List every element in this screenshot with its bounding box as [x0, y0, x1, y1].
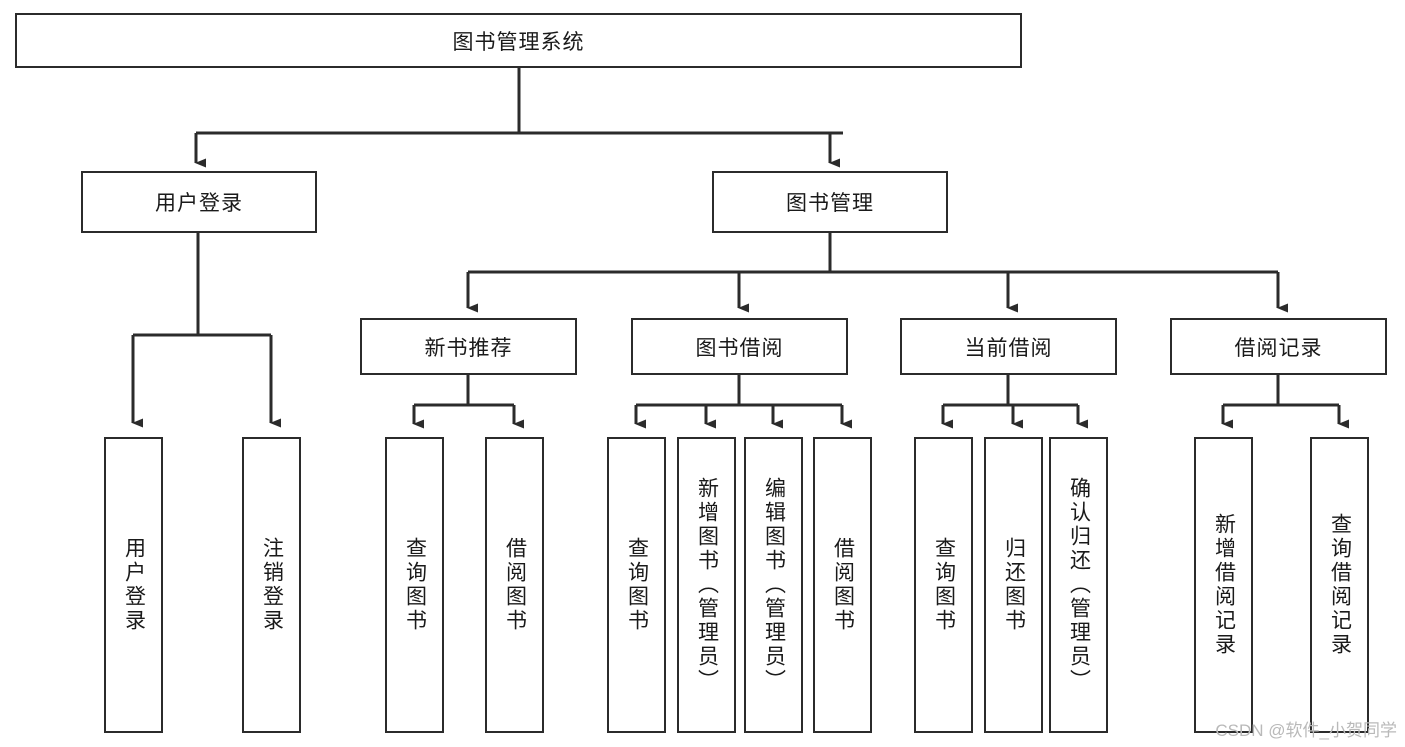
node-new-book-rec-label: 新书推荐: [424, 336, 513, 360]
node-leaf-user-login-label: 用户登录: [122, 537, 146, 633]
node-user-login-label: 用户登录: [155, 192, 243, 215]
node-book-borrow-label: 图书借阅: [695, 336, 784, 360]
node-leaf-query-book-2[interactable]: 查询图书: [607, 437, 666, 733]
node-leaf-confirm-return[interactable]: 确认归还（管理员）: [1049, 437, 1108, 733]
node-leaf-borrow-book-2-label: 借阅图书: [831, 537, 855, 633]
node-leaf-user-login[interactable]: 用户登录: [104, 437, 163, 733]
node-leaf-add-record[interactable]: 新增借阅记录: [1194, 437, 1253, 733]
node-book-manage[interactable]: 图书管理: [712, 171, 948, 233]
node-leaf-return-book-label: 归还图书: [1002, 537, 1026, 633]
node-leaf-query-book-3[interactable]: 查询图书: [914, 437, 973, 733]
node-current-borrow[interactable]: 当前借阅: [900, 318, 1117, 375]
node-leaf-borrow-book-2[interactable]: 借阅图书: [813, 437, 872, 733]
node-book-manage-label: 图书管理: [786, 192, 874, 215]
node-leaf-edit-book-label: 编辑图书（管理员）: [762, 477, 786, 693]
node-borrow-record[interactable]: 借阅记录: [1170, 318, 1387, 375]
node-leaf-borrow-book-1-label: 借阅图书: [503, 537, 527, 633]
node-leaf-add-book-label: 新增图书（管理员）: [695, 477, 719, 693]
node-leaf-add-book[interactable]: 新增图书（管理员）: [677, 437, 736, 733]
node-current-borrow-label: 当前借阅: [964, 336, 1053, 360]
node-leaf-add-record-label: 新增借阅记录: [1212, 513, 1236, 657]
node-leaf-query-book-1-label: 查询图书: [403, 537, 427, 633]
node-leaf-query-book-3-label: 查询图书: [932, 537, 956, 633]
node-book-borrow[interactable]: 图书借阅: [631, 318, 848, 375]
watermark-text: CSDN @软件_小贺同学: [1215, 721, 1397, 740]
node-leaf-confirm-return-label: 确认归还（管理员）: [1067, 477, 1091, 693]
node-root[interactable]: 图书管理系统: [15, 13, 1022, 68]
node-leaf-user-logout[interactable]: 注销登录: [242, 437, 301, 733]
node-leaf-borrow-book-1[interactable]: 借阅图书: [485, 437, 544, 733]
node-leaf-query-book-2-label: 查询图书: [625, 537, 649, 633]
node-leaf-user-logout-label: 注销登录: [260, 537, 284, 633]
node-leaf-edit-book[interactable]: 编辑图书（管理员）: [744, 437, 803, 733]
node-borrow-record-label: 借阅记录: [1234, 336, 1323, 360]
node-leaf-query-record[interactable]: 查询借阅记录: [1310, 437, 1369, 733]
node-leaf-query-book-1[interactable]: 查询图书: [385, 437, 444, 733]
node-leaf-return-book[interactable]: 归还图书: [984, 437, 1043, 733]
node-leaf-query-record-label: 查询借阅记录: [1328, 513, 1352, 657]
node-root-label: 图书管理系统: [452, 30, 585, 54]
node-new-book-rec[interactable]: 新书推荐: [360, 318, 577, 375]
node-user-login[interactable]: 用户登录: [81, 171, 317, 233]
